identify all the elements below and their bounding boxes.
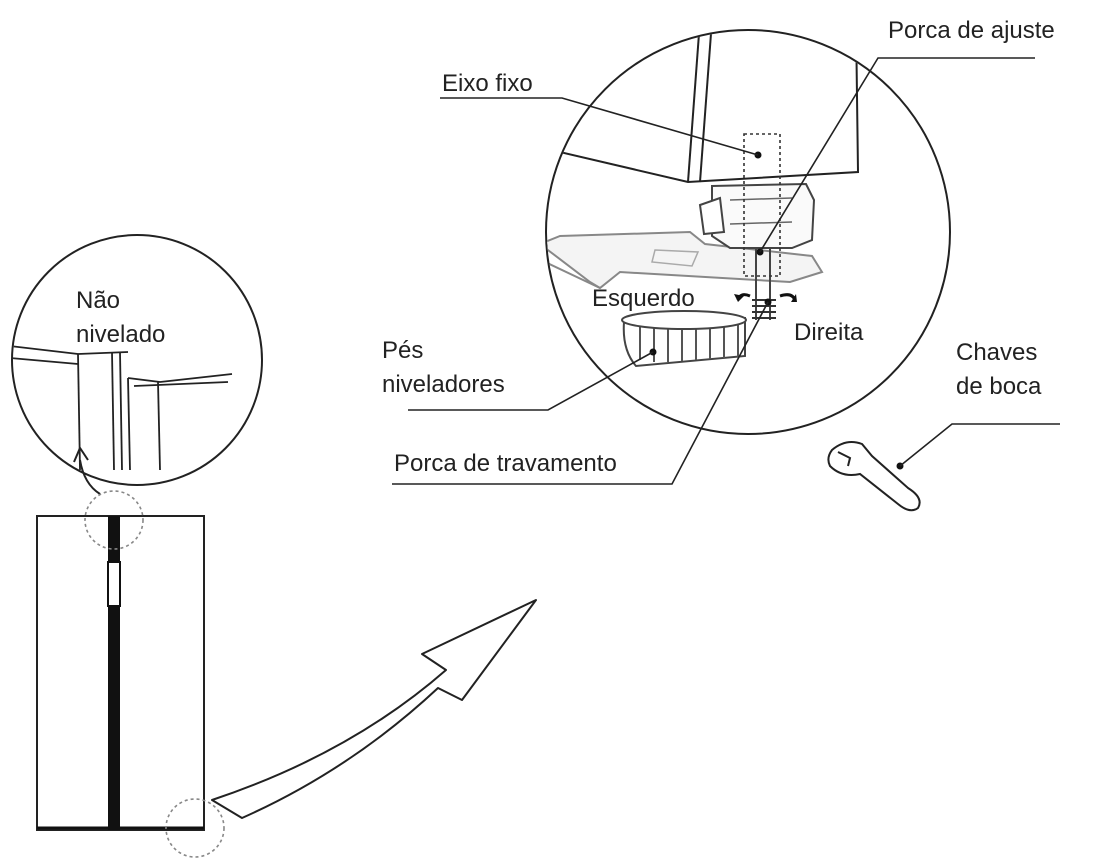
bottom-detail-marker <box>165 798 225 858</box>
wrench-leader <box>899 423 1060 467</box>
lock-nut-label: Porca de travamento <box>394 450 617 477</box>
wrench-label-line2: de boca <box>956 373 1042 400</box>
leveling-feet-label-line2: niveladores <box>382 371 505 398</box>
not-level-label-line2: nivelado <box>76 321 165 348</box>
left-direction-label: Esquerdo <box>592 285 695 312</box>
foot-detail-view <box>392 29 1035 485</box>
wrench-icon <box>827 423 1060 512</box>
lock-nut-leader <box>392 301 769 485</box>
leveling-feet-leader <box>408 351 654 411</box>
right-direction-label: Direita <box>794 319 864 346</box>
foot-detail-circle <box>545 29 951 435</box>
fixed-shaft-label: Eixo fixo <box>442 70 533 97</box>
leveling-feet-label-line1: Pés <box>382 337 423 364</box>
not-level-label-line1: Não <box>76 287 120 314</box>
top-detail-marker <box>84 490 144 550</box>
door-detail-view <box>11 234 263 486</box>
wrench-label-line1: Chaves <box>956 339 1037 366</box>
refrigerator-illustration <box>36 490 225 858</box>
fixed-shaft-leader <box>440 97 759 156</box>
top-detail-pointer-arrow <box>73 445 101 495</box>
refrigerator-dispenser <box>107 561 121 607</box>
foot-mechanism-drawing <box>547 31 860 368</box>
adjust-nut-label: Porca de ajuste <box>888 17 1055 44</box>
door-detail-circle <box>11 234 263 486</box>
adjust-nut-leader <box>759 57 1035 253</box>
zoom-curved-arrow <box>211 599 537 819</box>
